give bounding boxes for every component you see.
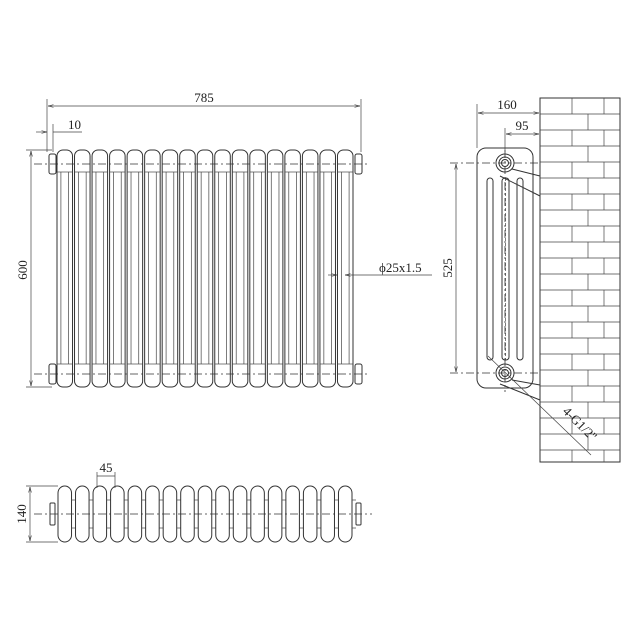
width-dimension: 785 (46, 90, 362, 152)
centres-dim-label: 525 (440, 258, 455, 278)
brick-wall (539, 97, 621, 463)
height-dimension: 600 (15, 149, 52, 388)
centre-offset-dim-label: 95 (516, 118, 529, 133)
front-section (126, 149, 144, 388)
centres-dimension: 525 (440, 164, 456, 372)
tube-dim-label: ϕ25x1.5 (379, 260, 422, 275)
centre-offset-dimension: 95 (504, 118, 539, 152)
pitch-dimension: 45 (96, 460, 116, 488)
plan-section (145, 485, 164, 543)
pitch-dim-label: 45 (100, 460, 113, 475)
front-section (56, 149, 74, 388)
front-section (144, 149, 161, 388)
plan-section (302, 485, 321, 543)
depth-dimension: 140 (14, 485, 58, 543)
connection-label: 4-G1/2" (560, 404, 600, 444)
plan-view: 45 140 (14, 460, 372, 543)
front-section (196, 149, 214, 388)
front-section (336, 149, 354, 388)
front-section (179, 149, 196, 388)
front-view: 785 10 600 ϕ25x1.5 (15, 90, 432, 388)
offset-dimension: 10 (36, 117, 82, 152)
front-section (161, 149, 179, 388)
wall-outline (539, 97, 621, 463)
front-section (319, 149, 336, 388)
width-dim-label: 785 (194, 90, 214, 105)
front-section (214, 149, 231, 388)
height-dim-label: 600 (15, 260, 30, 280)
front-section (109, 149, 126, 388)
front-sections (56, 149, 354, 388)
front-section (249, 149, 266, 388)
offset-dim-label: 10 (68, 117, 81, 132)
plan-depth-dim-label: 140 (14, 504, 29, 524)
side-view: 160 95 525 4-G1/2" (440, 97, 621, 463)
front-section (231, 149, 249, 388)
front-section (266, 149, 284, 388)
front-section (284, 149, 301, 388)
side-depth-dimension: 160 (476, 97, 539, 148)
side-depth-dim-label: 160 (497, 97, 517, 112)
front-section (91, 149, 109, 388)
front-section (74, 149, 91, 388)
left-fittings (48, 153, 57, 385)
front-section (301, 149, 319, 388)
tube-dimension: ϕ25x1.5 (328, 260, 432, 275)
right-fittings (354, 153, 363, 385)
